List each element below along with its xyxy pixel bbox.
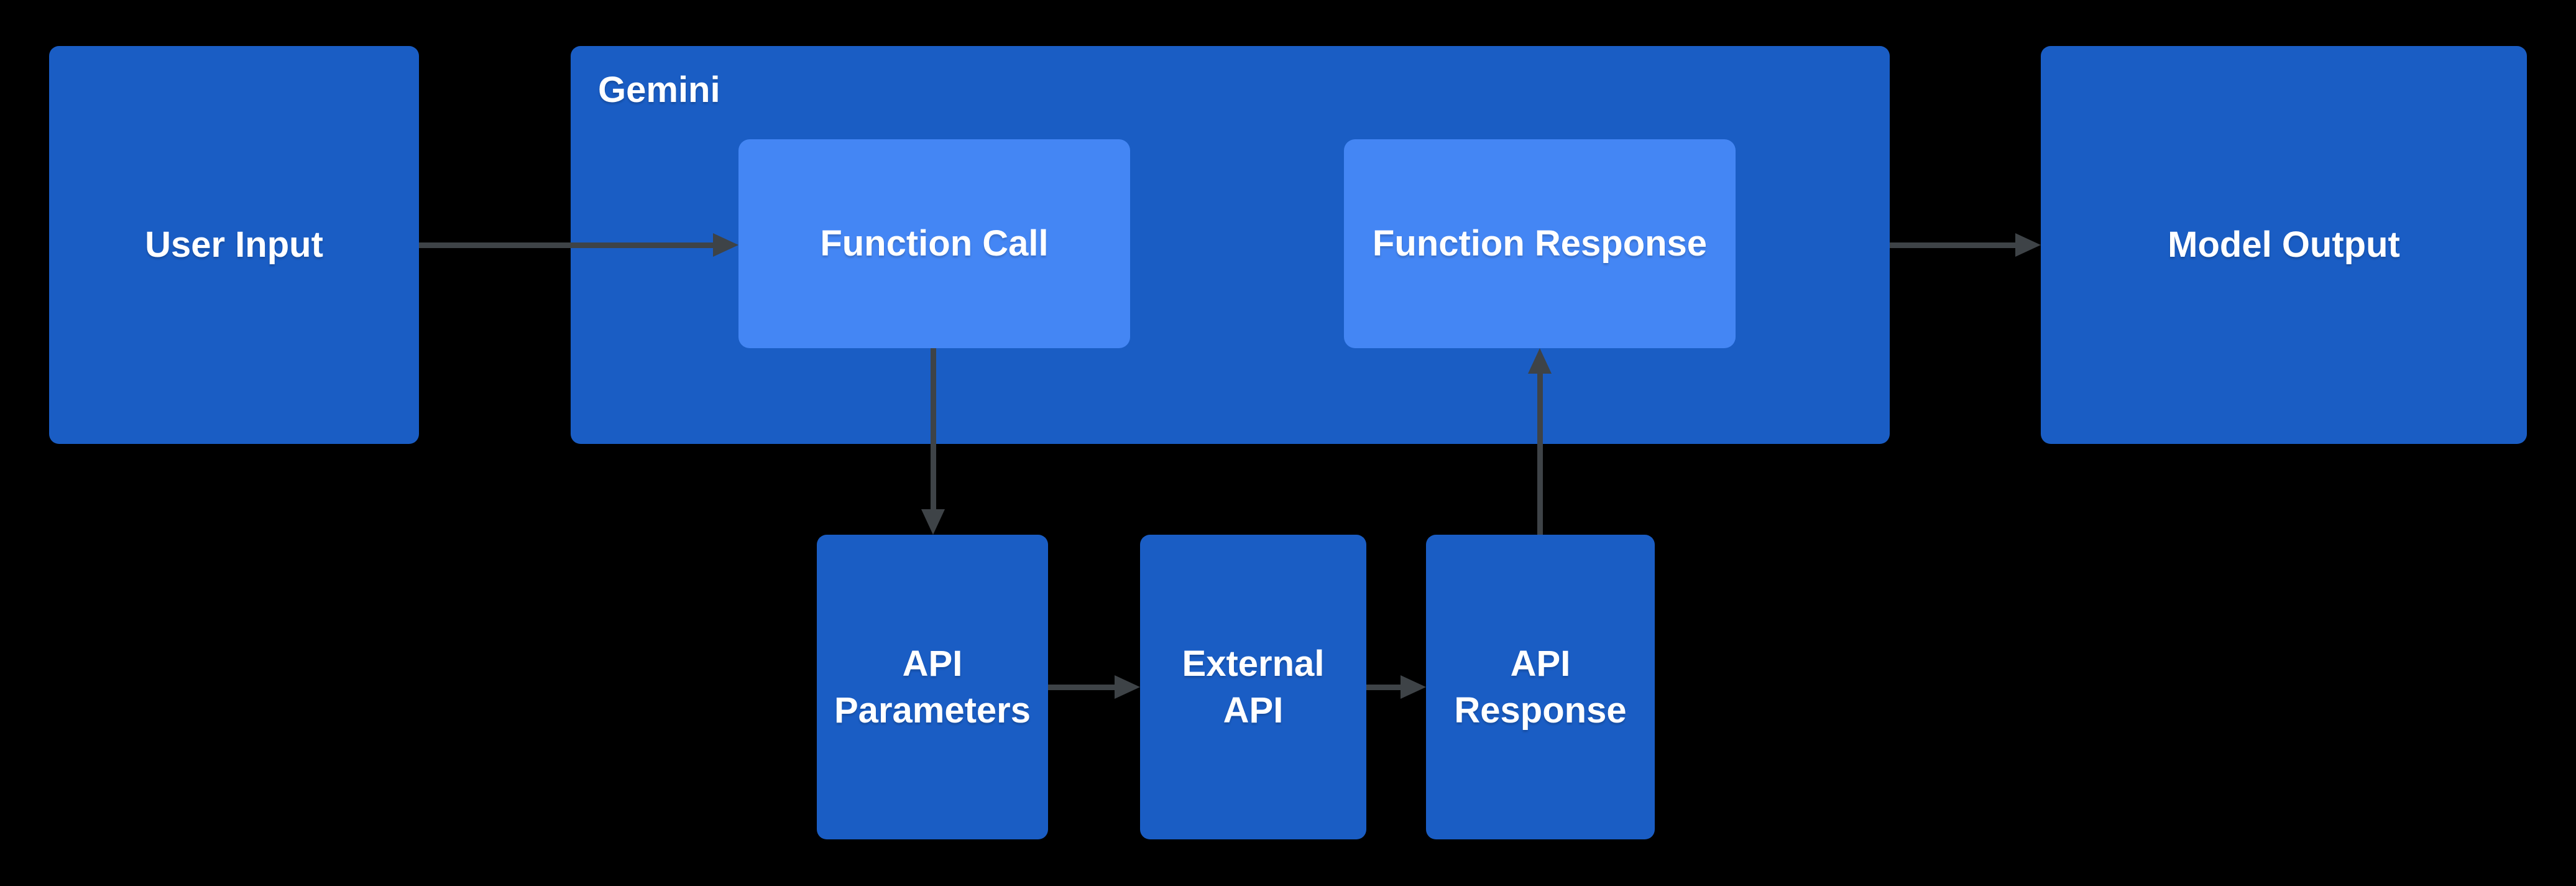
arrow-shaft [419,242,715,248]
group-gemini: Gemini Function Call Function Response [571,46,1890,444]
node-function-response: Function Response [1344,139,1736,348]
arrow-head-icon [2015,233,2041,257]
node-model-output: Model Output [2041,46,2527,444]
arrow-head-icon [1528,348,1552,374]
node-user-input-label: User Input [145,224,323,265]
arrow-shaft [1048,685,1118,690]
group-gemini-title: Gemini [598,70,720,110]
arrow-shaft [1537,372,1543,535]
arrow-head-icon [921,509,945,535]
arrow-shaft [1366,685,1404,690]
node-api-response: API Response [1426,535,1655,839]
node-function-call: Function Call [738,139,1130,348]
arrow-head-icon [1115,675,1140,699]
arrow-head-icon [713,233,738,257]
node-api-parameters-label: API Parameters [834,643,1031,731]
node-api-parameters: API Parameters [817,535,1048,839]
arrow-shaft [931,348,936,511]
arrow-head-icon [1401,675,1426,699]
node-user-input: User Input [49,46,419,444]
node-external-api-label: External API [1182,643,1325,731]
arrow-shaft [1890,242,2018,248]
node-external-api: External API [1140,535,1366,839]
node-function-response-label: Function Response [1372,223,1708,264]
node-api-response-label: API Response [1454,643,1627,731]
node-function-call-label: Function Call [820,223,1049,264]
node-model-output-label: Model Output [2168,224,2400,265]
